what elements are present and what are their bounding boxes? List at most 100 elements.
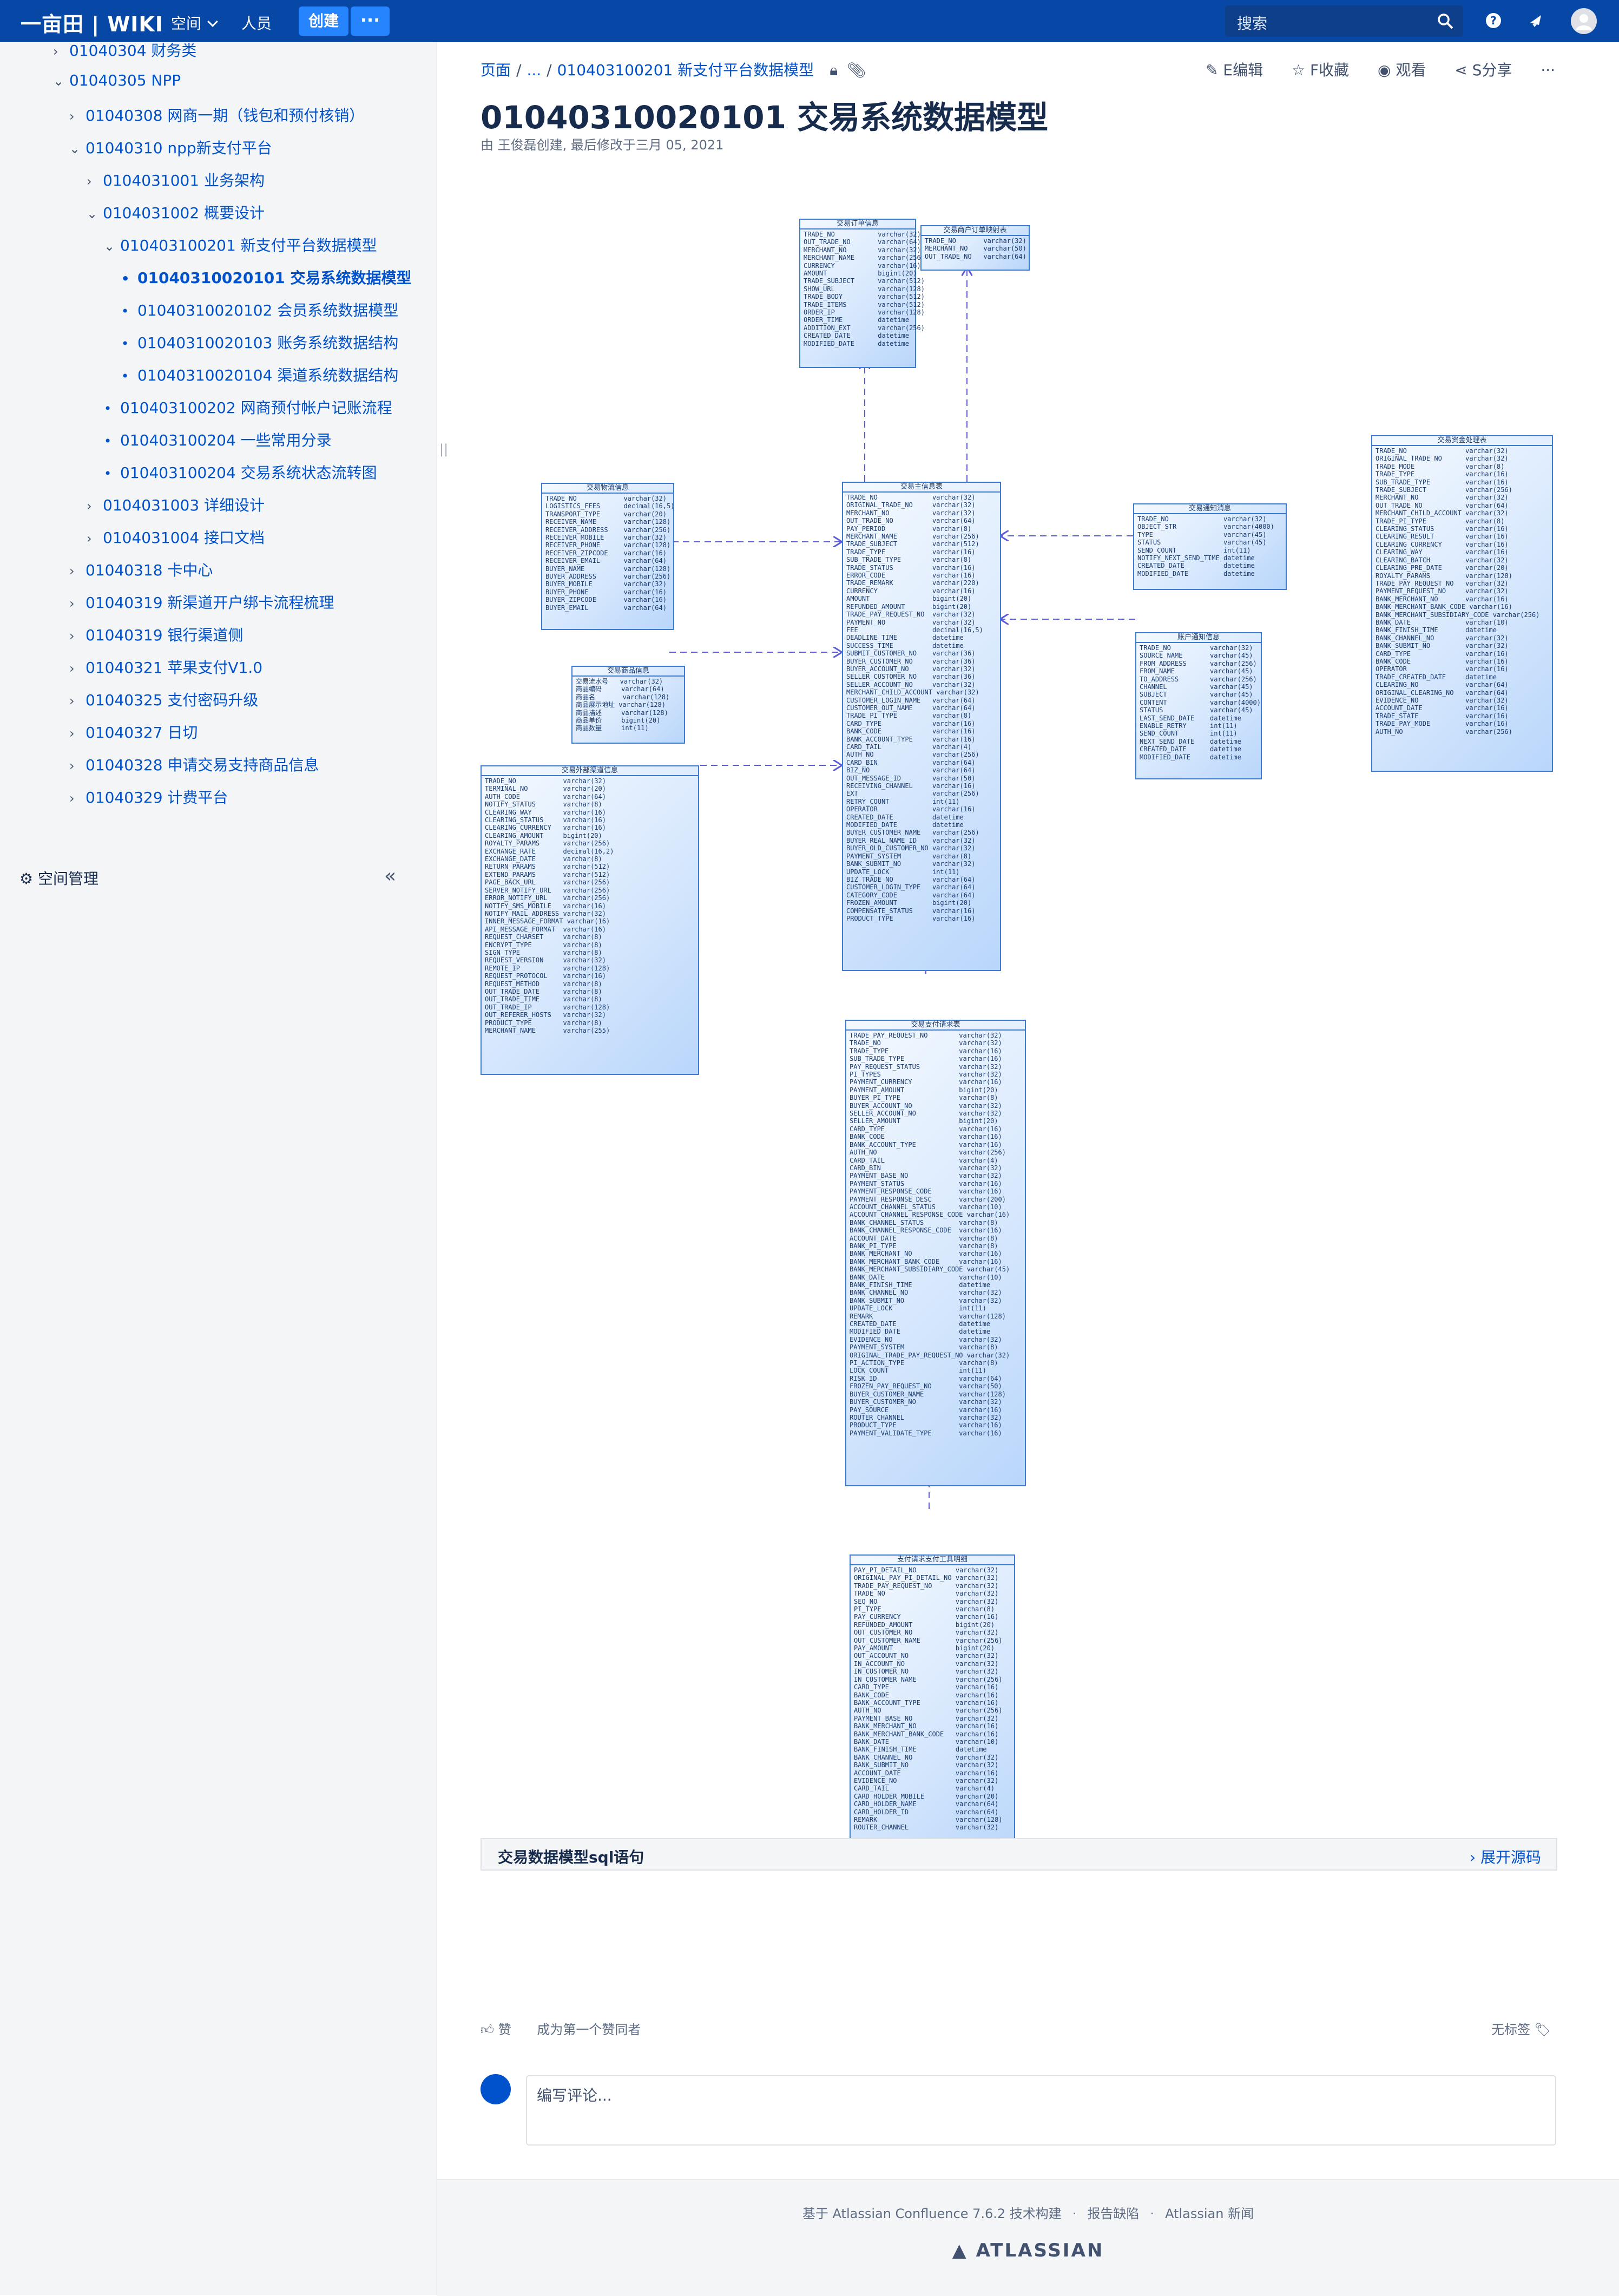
commenter-avatar xyxy=(481,2074,511,2104)
sidebar-tree-item[interactable]: ⌄ 0104031002 概要设计 xyxy=(87,201,265,223)
notifications-icon[interactable] xyxy=(1525,10,1546,31)
sidebar-tree-item[interactable]: •010403100204 交易系统状态流转图 xyxy=(104,461,377,483)
code-panel-title: 交易数据模型sql语句 xyxy=(498,1848,644,1866)
sidebar-splitter[interactable] xyxy=(436,42,437,2295)
watch-button[interactable]: ◉ 观看 xyxy=(1378,61,1426,79)
share-button[interactable]: ⋖ S分享 xyxy=(1455,61,1512,79)
atlassian-news-link[interactable]: Atlassian 新闻 xyxy=(1165,2206,1254,2221)
chevron-right-icon[interactable]: › xyxy=(69,758,75,773)
help-icon[interactable]: ? xyxy=(1483,10,1504,31)
sidebar-tree-item[interactable]: ›01040329 计费平台 xyxy=(69,786,228,808)
labels-section[interactable]: 无标签 🏷︎ xyxy=(1491,2019,1551,2038)
chevron-right-icon[interactable]: › xyxy=(69,661,75,676)
sidebar-tree-label: 01040328 申请交易支持商品信息 xyxy=(85,756,319,774)
sidebar-tree-item[interactable]: ⌄01040310 npp新支付平台 xyxy=(69,136,272,158)
bullet-icon: • xyxy=(121,304,129,319)
site-logo[interactable]: 一亩田 | WIKI xyxy=(21,12,163,36)
er-table-title: 交易商户订单映射表 xyxy=(922,226,1029,236)
er-table-title: 交易资金处理表 xyxy=(1372,436,1552,446)
collapse-sidebar-button[interactable]: « xyxy=(384,865,397,887)
chevron-right-icon[interactable]: › xyxy=(69,628,75,644)
chevron-right-icon[interactable]: › xyxy=(87,174,92,189)
chevron-down-icon[interactable]: ⌄ xyxy=(53,74,64,89)
sidebar-tree-item[interactable]: •010403100204 一些常用分录 xyxy=(104,429,332,450)
sidebar-tree-item[interactable]: ›0104031003 详细设计 xyxy=(87,494,265,515)
er-table-columns: TRADE_NO varchar(32) OUT_TRADE_NO varcha… xyxy=(804,231,925,347)
favorite-button[interactable]: ☆ F收藏 xyxy=(1292,61,1349,79)
sidebar-tree-item[interactable]: ›01040319 银行渠道侧 xyxy=(69,624,243,645)
chevron-right-icon[interactable]: › xyxy=(69,791,75,806)
chevron-right-icon[interactable]: › xyxy=(69,726,75,741)
code-expand-panel: 交易数据模型sql语句 › 展开源码 xyxy=(481,1838,1557,1871)
sidebar-tree-item[interactable]: •010403100202 网商预付帐户记账流程 xyxy=(104,396,392,418)
breadcrumb-ellipsis[interactable]: ... xyxy=(526,61,542,79)
space-admin-link[interactable]: ⚙ 空间管理 xyxy=(19,867,98,889)
search-input[interactable]: 搜索 xyxy=(1225,5,1463,37)
sidebar-tree-item[interactable]: ⌄01040305 NPP xyxy=(53,71,181,89)
chevron-right-icon[interactable]: › xyxy=(69,109,75,124)
sidebar-tree-item[interactable]: ›01040325 支付密码升级 xyxy=(69,688,258,710)
chevron-right-icon[interactable]: › xyxy=(69,693,75,709)
sidebar-tree-item[interactable]: ⌄010403100201 新支付平台数据模型 xyxy=(104,234,377,255)
chevron-right-icon[interactable]: › xyxy=(69,596,75,611)
chevron-right-icon[interactable]: › xyxy=(69,563,75,579)
sidebar-tree-item[interactable]: •01040310020103 账务系统数据结构 xyxy=(121,331,398,353)
er-table-title: 支付请求支付工具明细 xyxy=(851,1556,1014,1565)
sidebar-tree-label: 01040318 卡中心 xyxy=(85,561,213,579)
sidebar-tree-item[interactable]: ›0104031001 业务架构 xyxy=(87,169,265,191)
nav-people-link[interactable]: 人员 xyxy=(241,15,272,32)
breadcrumb-parent[interactable]: 010403100201 新支付平台数据模型 xyxy=(557,61,814,79)
star-icon: ☆ xyxy=(1291,61,1310,79)
like-button[interactable]: 👍︎ 赞 xyxy=(481,2022,511,2037)
er-table-columns: TRADE_NO varchar(32) ORIGINAL_TRADE_NO v… xyxy=(846,494,983,922)
chevron-down-icon xyxy=(207,16,218,27)
create-more-button[interactable]: ··· xyxy=(351,6,390,36)
breadcrumb-root[interactable]: 页面 xyxy=(481,61,511,79)
report-bug-link[interactable]: 报告缺陷 xyxy=(1087,2206,1140,2221)
powered-by-link[interactable]: 基于 Atlassian Confluence 7.6.2 技术构建 xyxy=(802,2206,1062,2221)
er-table-columns: TRADE_NO varchar(32) MERCHANT_NO varchar… xyxy=(925,237,1026,260)
favorite-label: F收藏 xyxy=(1310,61,1350,79)
er-table-columns: PAY_PI_DETAIL_NO varchar(32) ORIGINAL_PA… xyxy=(854,1566,1003,1832)
thumbs-up-icon: 👍︎ xyxy=(481,2022,498,2037)
user-avatar-icon[interactable] xyxy=(1570,8,1597,35)
expand-source-button[interactable]: › 展开源码 xyxy=(1470,1846,1541,1867)
no-labels-text: 无标签 xyxy=(1491,2022,1530,2037)
edit-button[interactable]: ✎ E编辑 xyxy=(1206,61,1263,79)
er-table-title: 交易通知消息 xyxy=(1134,504,1286,514)
sidebar-tree-item[interactable]: › 01040328 申请交易支持商品信息 xyxy=(69,753,319,775)
chevron-right-icon[interactable]: › xyxy=(53,44,58,59)
sidebar-tree-item[interactable]: •01040310020104 渠道系统数据结构 xyxy=(121,364,398,385)
er-table-title: 交易主信息表 xyxy=(843,483,1000,493)
chevron-down-icon[interactable]: ⌄ xyxy=(104,239,115,254)
drag-handle-icon[interactable]: || xyxy=(439,442,449,457)
sidebar-tree-item[interactable]: ›01040327 日切 xyxy=(69,721,198,743)
attachment-icon[interactable]: 📎︎ xyxy=(847,61,866,79)
sidebar-tree-item[interactable]: › 01040318 卡中心 xyxy=(69,559,213,580)
sidebar-tree-item[interactable]: ›01040308 网商一期（钱包和预付核销） xyxy=(69,104,364,126)
chevron-right-icon[interactable]: › xyxy=(87,531,92,546)
chevron-right-icon[interactable]: › xyxy=(87,498,92,514)
sidebar-tree-label: 01040304 财务类 xyxy=(69,42,197,60)
sidebar-tree-item[interactable]: •01040310020102 会员系统数据模型 xyxy=(121,299,398,320)
create-button[interactable]: 创建 xyxy=(299,6,348,36)
sidebar-tree-label: 0104031002 概要设计 xyxy=(103,204,265,222)
sidebar-tree-item[interactable]: ›01040321 苹果支付V1.0 xyxy=(69,656,262,678)
sidebar-tree-item[interactable]: ›01040319 新渠道开户绑卡流程梳理 xyxy=(69,591,334,613)
sidebar-tree-item[interactable]: › 01040304 财务类 xyxy=(53,39,196,61)
sidebar-tree-item[interactable]: •01040310020101 交易系统数据模型 xyxy=(121,266,412,288)
chevron-down-icon[interactable]: ⌄ xyxy=(69,141,81,156)
more-actions-button[interactable]: ··· xyxy=(1541,61,1556,79)
search-placeholder: 搜索 xyxy=(1237,15,1268,32)
comment-input[interactable]: 编写评论... xyxy=(526,2075,1556,2146)
nav-spaces-menu[interactable]: 空间 xyxy=(171,12,218,34)
sidebar-tree-item[interactable]: ›0104031004 接口文档 xyxy=(87,526,265,548)
edit-label: E编辑 xyxy=(1223,61,1263,79)
lock-icon[interactable]: 🔒︎ xyxy=(830,61,838,79)
chevron-down-icon[interactable]: ⌄ xyxy=(87,206,98,221)
